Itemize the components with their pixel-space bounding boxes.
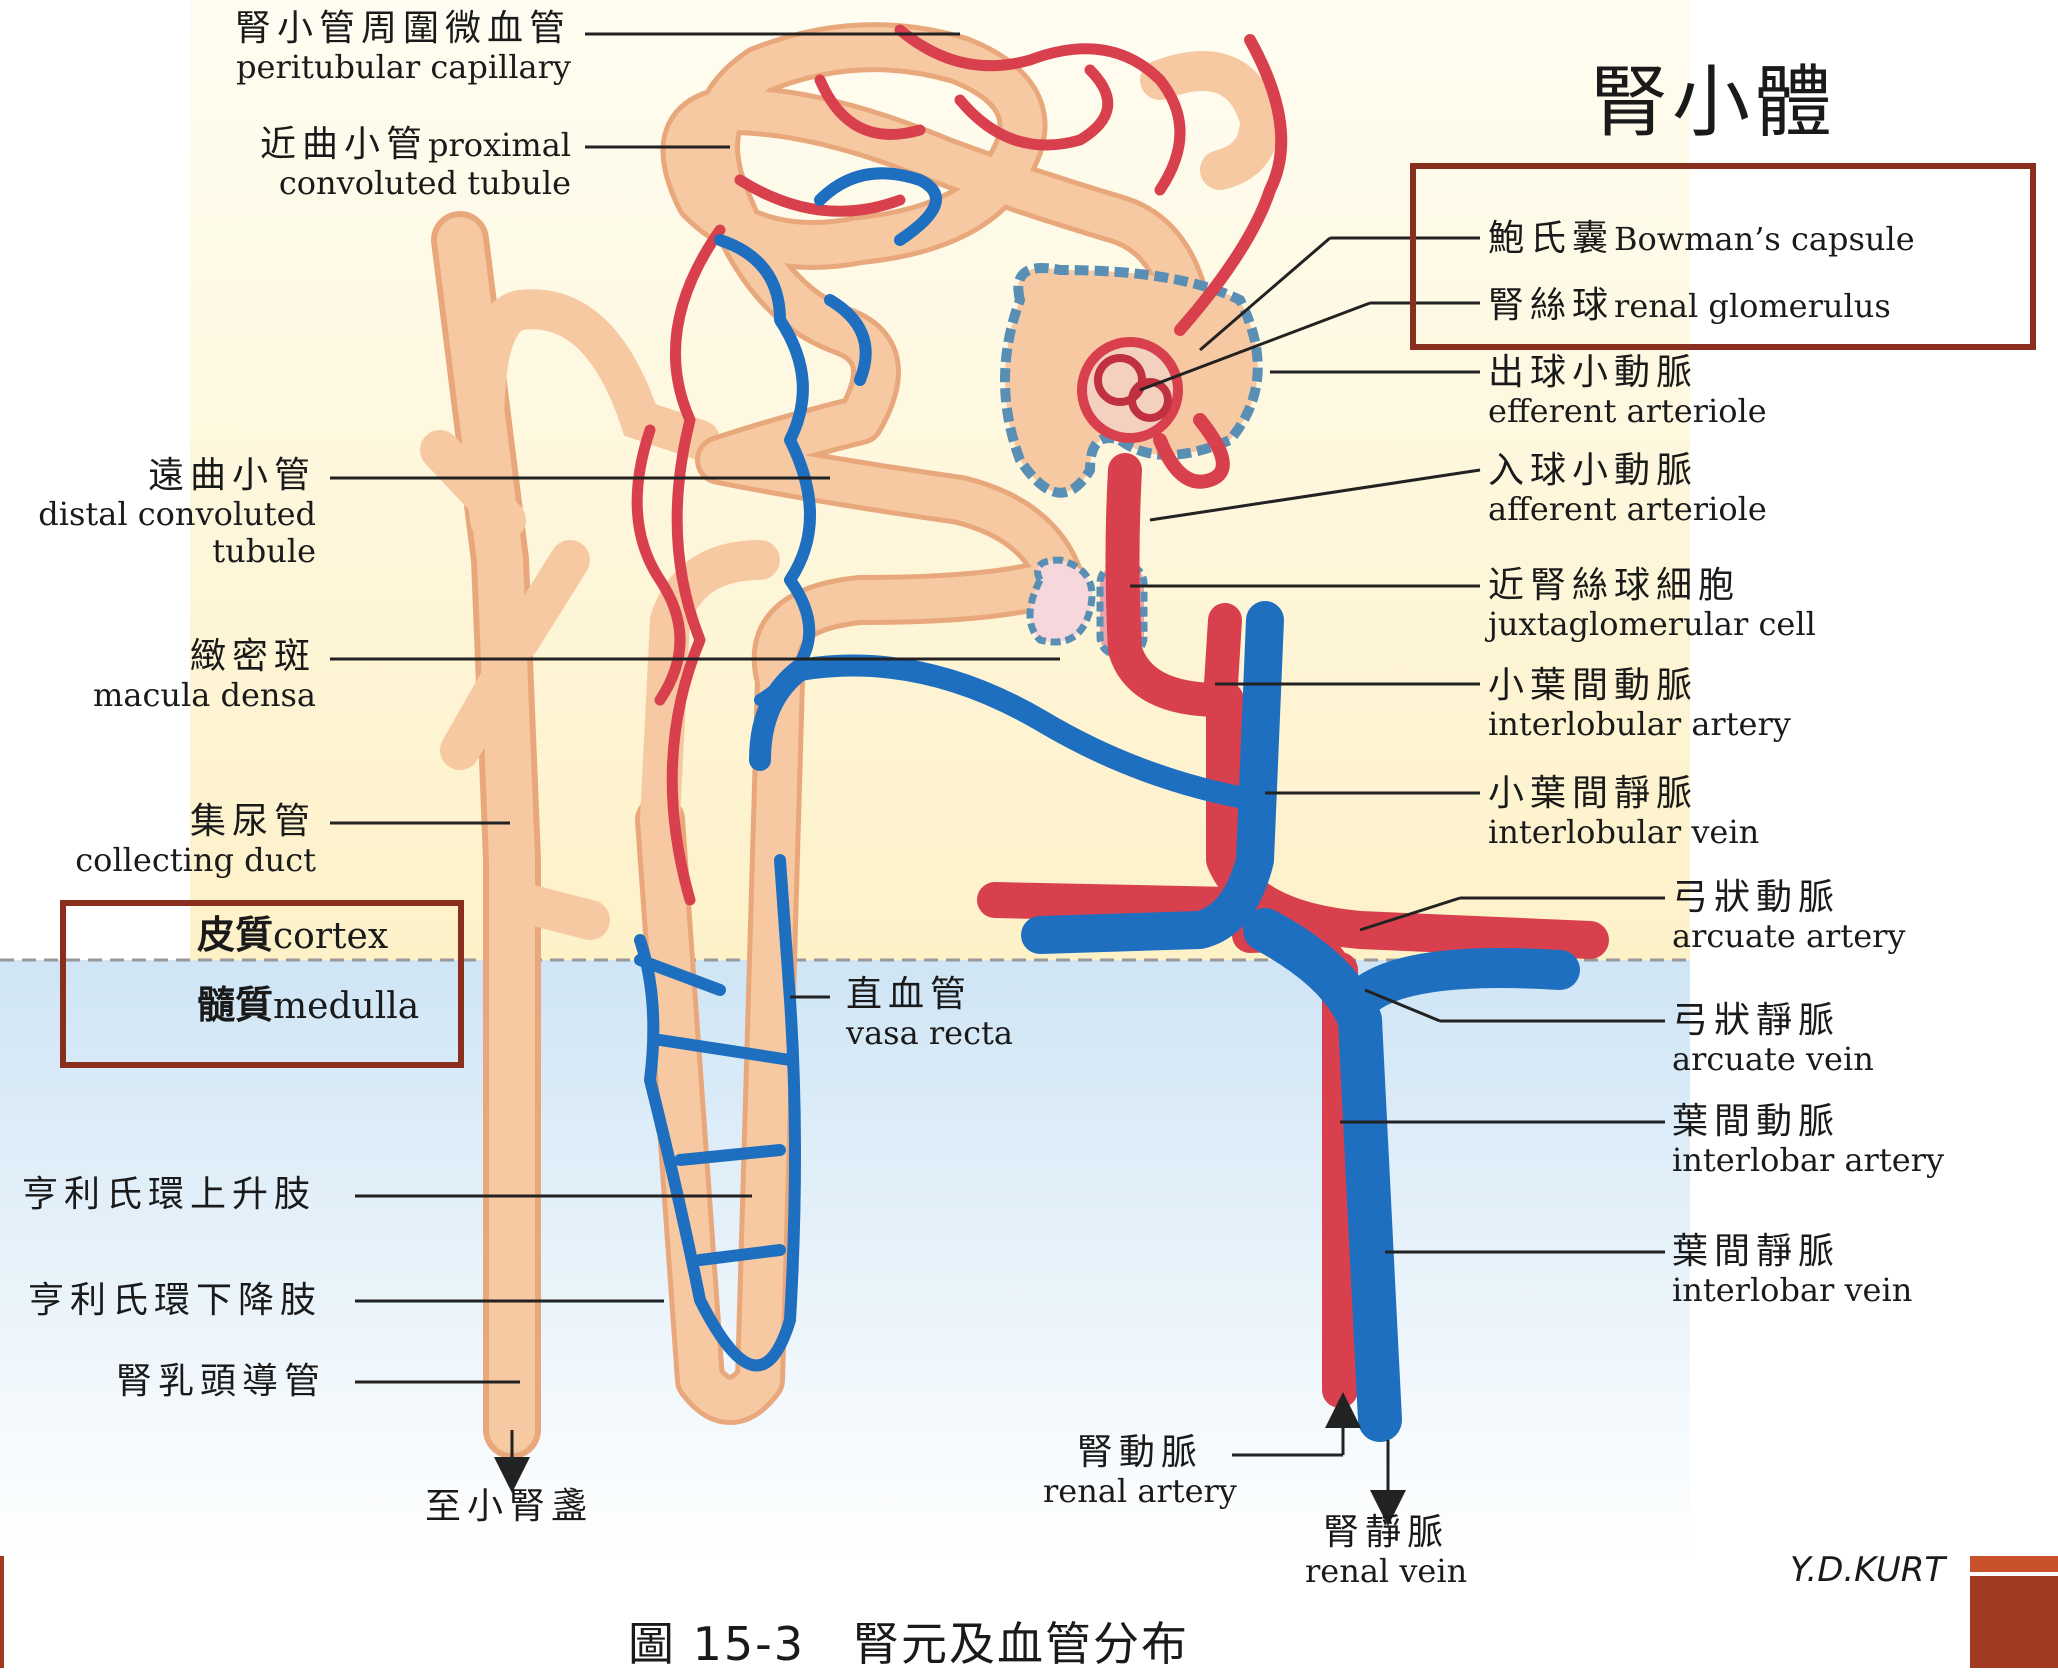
label-macula-densa: 緻密斑 macula densa — [93, 636, 316, 715]
signature: Y.D.KURT — [1790, 1550, 1946, 1590]
label-ascending-limb: 亨利氏環上升肢 — [22, 1174, 317, 1215]
label-to-minor-calyx: 至小腎盞 — [425, 1486, 594, 1527]
figure-caption: 圖 15-3 腎元及血管分布 — [628, 1617, 1190, 1671]
label-renal-glomerulus: 腎絲球renal glomerulus — [1488, 285, 1891, 326]
cortex-label: 皮質cortex — [197, 913, 389, 957]
label-interlobar-vein: 葉間靜脈 interlobar vein — [1672, 1231, 1913, 1310]
label-interlobar-artery: 葉間動脈 interlobar artery — [1672, 1101, 1945, 1180]
label-peritubular-capillary: 腎小管周圍微血管 peritubular capillary — [234, 8, 571, 87]
bowmans-capsule — [1000, 263, 1263, 498]
label-interlobular-vein: 小葉間靜脈 interlobular vein — [1488, 773, 1760, 852]
label-descending-limb: 亨利氏環下降肢 — [28, 1280, 323, 1321]
label-collecting-duct: 集尿管 collecting duct — [75, 801, 316, 880]
label-juxtaglomerular-cell: 近腎絲球細胞 juxtaglomerular cell — [1488, 565, 1816, 644]
label-afferent-arteriole: 入球小動脈 afferent arteriole — [1488, 450, 1767, 529]
medulla-label: 髓質medulla — [197, 983, 420, 1027]
label-bowmans-capsule: 鮑氏囊Bowman’s capsule — [1488, 218, 1915, 259]
leader-lines — [330, 32, 1665, 1526]
slide-title: 腎小體 — [1590, 58, 1837, 148]
glomerulus-highlight-box — [1410, 163, 2036, 350]
medulla-region — [0, 960, 1690, 1560]
label-renal-artery: 腎動脈 renal artery — [1043, 1432, 1237, 1511]
label-renal-vein: 腎靜脈 renal vein — [1305, 1512, 1468, 1591]
decor-bar-top — [1970, 1556, 2058, 1572]
collecting-duct — [420, 211, 720, 1459]
label-arcuate-artery: 弓狀動脈 arcuate artery — [1672, 877, 1906, 956]
label-vasa-recta: 直血管 vasa recta — [846, 974, 1013, 1053]
decor-edge — [0, 1556, 4, 1668]
zone-highlight-box — [60, 900, 464, 1068]
label-interlobular-artery: 小葉間動脈 interlobular artery — [1488, 665, 1791, 744]
label-papillary-duct: 腎乳頭導管 — [116, 1361, 327, 1402]
label-arcuate-vein: 弓狀靜脈 arcuate vein — [1672, 1000, 1874, 1079]
label-efferent-arteriole: 出球小動脈 efferent arteriole — [1488, 352, 1767, 431]
label-proximal-convoluted-tubule: 近曲小管proximal convoluted tubule — [260, 124, 571, 203]
veins — [634, 167, 1580, 1442]
label-distal-convoluted-tubule: 遠曲小管 distal convoluted tubule — [38, 455, 316, 571]
decor-bar — [1970, 1576, 2058, 1668]
